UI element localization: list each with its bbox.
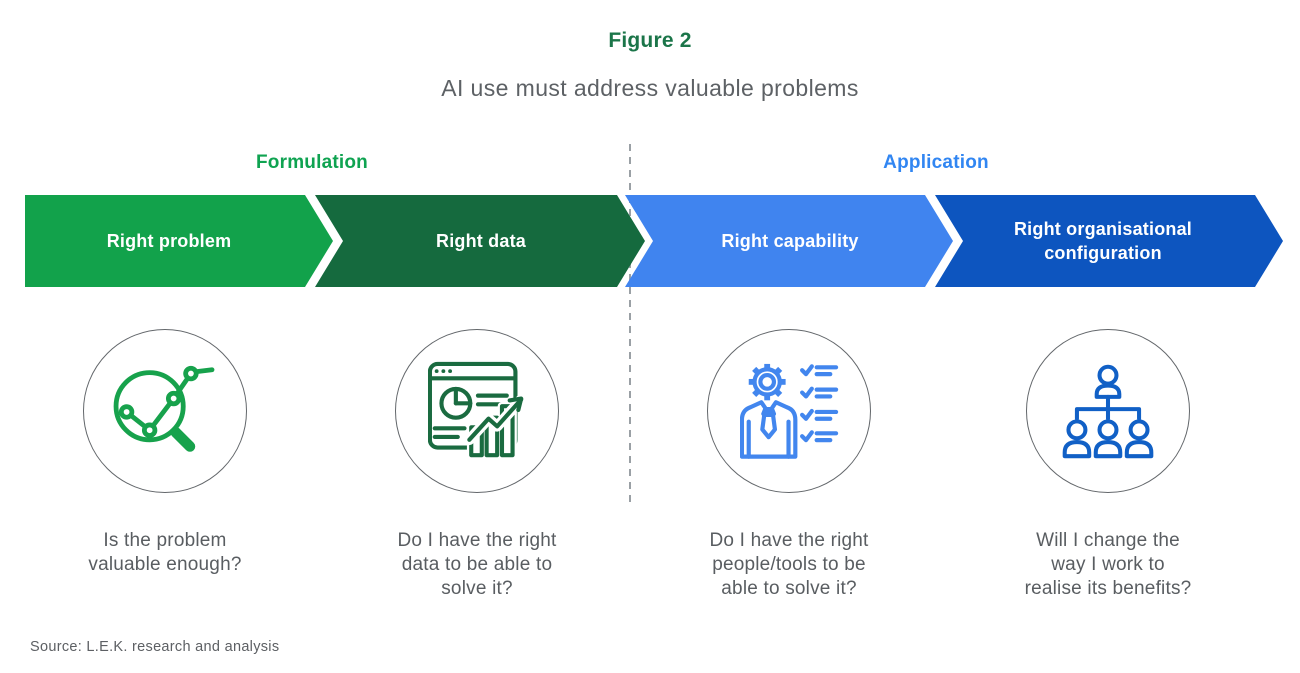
chevron-label: Right problem bbox=[106, 230, 232, 251]
question-right-organisational-configuration: Will I change the way I work to realise … bbox=[1024, 530, 1192, 599]
chevron-right-data: Right data bbox=[315, 195, 645, 287]
org-chart-icon bbox=[1062, 364, 1154, 459]
person-gear-checklist-icon bbox=[739, 363, 838, 459]
icon-circle bbox=[707, 329, 871, 493]
chevron-right-problem: Right problem bbox=[25, 195, 333, 287]
chevron-label: Right organisational configuration bbox=[1013, 218, 1192, 263]
chevron-right-organisational-configuration: Right organisational configuration bbox=[935, 195, 1283, 287]
section-label-application: Application bbox=[883, 152, 989, 173]
chevron-label: Right capability bbox=[721, 230, 859, 251]
section-divider-dashed-line bbox=[629, 144, 631, 508]
question-right-capability: Do I have the right people/tools to be a… bbox=[709, 530, 869, 599]
icon-circle bbox=[395, 329, 559, 493]
icon-circle bbox=[83, 329, 247, 493]
question-right-data: Do I have the right data to be able to s… bbox=[397, 530, 557, 599]
question-right-problem: Is the problem valuable enough? bbox=[88, 530, 242, 575]
magnifier-chart-icon bbox=[113, 365, 215, 452]
icon-circle bbox=[1026, 329, 1190, 493]
figure-title: AI use must address valuable problems bbox=[441, 75, 859, 101]
source-note: Source: L.E.K. research and analysis bbox=[30, 639, 280, 655]
chevron-label: Right data bbox=[436, 230, 526, 251]
chevron-right-capability: Right capability bbox=[625, 195, 953, 287]
dashboard-chart-icon bbox=[428, 361, 526, 460]
section-label-formulation: Formulation bbox=[256, 152, 368, 173]
figure-label: Figure 2 bbox=[608, 29, 692, 52]
